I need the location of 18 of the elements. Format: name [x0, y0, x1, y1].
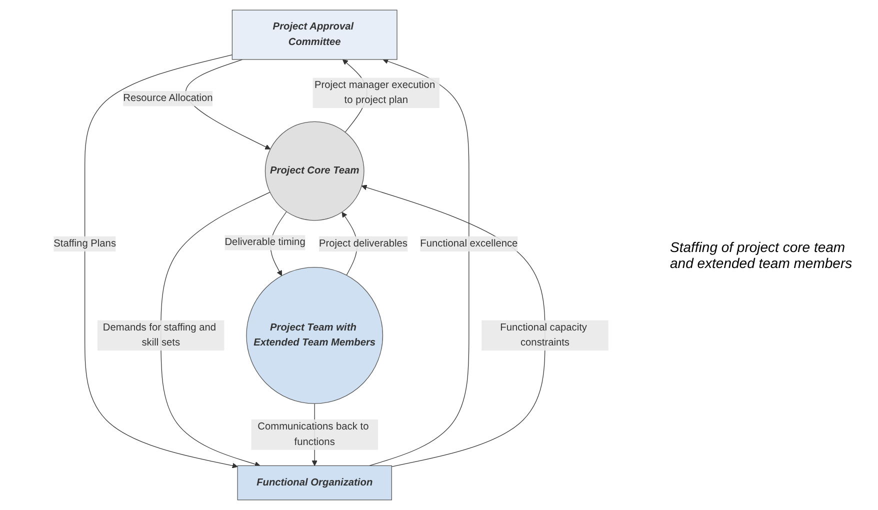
arrow	[84, 54, 238, 468]
edge-label: Project manager execution to project plan	[314, 80, 436, 106]
node-box: Project Approval Committee	[232, 10, 398, 60]
edge-label: Functional capacity constraints	[500, 322, 587, 348]
edge-label: Project deliverables	[318, 238, 408, 249]
arrow	[160, 192, 270, 467]
edge-label: Demands for staffing and skill sets	[102, 322, 216, 348]
node-box: Functional Organization	[237, 465, 392, 500]
edge-label: Communications back to functions	[258, 421, 369, 448]
arrow	[361, 184, 546, 468]
edge-label: Staffing Plans	[54, 238, 116, 249]
note-text: Staffing of project core team and extended team members	[670, 239, 854, 271]
edge-label: Resource Allocation	[123, 92, 213, 104]
node-circle: Project Team with Extended Team Members	[246, 266, 384, 404]
node-circle: Project Core Team	[264, 121, 364, 221]
edge-label: Functional excellence	[420, 238, 518, 249]
edge-label: Deliverable timing	[224, 236, 306, 248]
arrow	[369, 58, 470, 466]
